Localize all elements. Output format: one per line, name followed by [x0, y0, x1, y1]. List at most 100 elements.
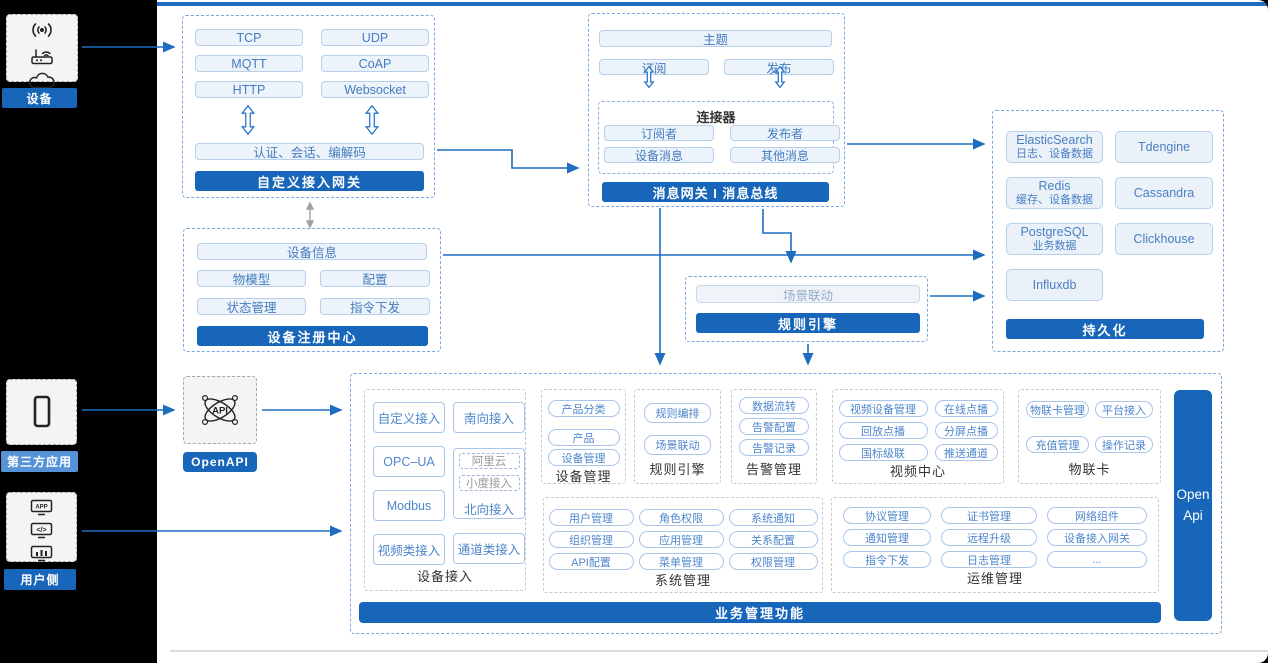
feature-button[interactable]: 充值管理	[1026, 436, 1089, 453]
registry-item-button[interactable]: 物模型	[197, 270, 306, 287]
feature-button[interactable]: 告警配置	[739, 418, 809, 435]
protocol-button[interactable]: MQTT	[195, 55, 303, 72]
rail-label-user-side-text: 用户侧	[20, 573, 60, 587]
feature-button[interactable]: 系统通知	[728, 509, 818, 526]
connector-item-button[interactable]: 设备消息	[604, 147, 714, 163]
feature-button[interactable]: 设备管理	[547, 449, 620, 466]
rule-engine-items: 规则编排场景联动	[644, 403, 711, 455]
feature-button[interactable]: 协议管理	[843, 507, 931, 524]
section-label-system-mgmt: 系统管理	[654, 573, 711, 588]
feature-button[interactable]: 规则编排	[644, 403, 711, 423]
feature-button[interactable]: 网络组件	[1047, 507, 1147, 524]
device-access-left-column: 自定义接入 OPC–UA Modbus 视频类接入	[373, 402, 445, 565]
registry-title-bar: 设备注册中心	[197, 326, 428, 346]
feature-button[interactable]: 关系配置	[728, 531, 818, 548]
section-label-device-access: 设备接入	[416, 569, 473, 584]
feature-button[interactable]: 数据流转	[739, 397, 809, 414]
feature-button[interactable]: 告警记录	[739, 439, 809, 456]
iot-card-items: 物联卡管理平台接入充值管理操作记录	[1026, 401, 1153, 453]
datastore-name: PostgreSQL	[1020, 224, 1089, 239]
datastore-button[interactable]: Clickhouse	[1115, 223, 1213, 255]
feature-button[interactable]: 证书管理	[941, 507, 1037, 524]
device-access-button[interactable]: 视频类接入	[373, 534, 445, 565]
registry-item-button[interactable]: 状态管理	[197, 298, 306, 315]
feature-button[interactable]: 角色权限	[638, 509, 724, 526]
feature-button[interactable]: 回放点播	[838, 422, 928, 439]
device-access-button[interactable]: OPC–UA	[373, 446, 445, 477]
connector-item-button[interactable]: 发布者	[730, 125, 840, 141]
topic-button[interactable]: 主题	[599, 30, 832, 47]
connector-item-button[interactable]: 其他消息	[730, 147, 840, 163]
protocol-button[interactable]: HTTP	[195, 81, 303, 98]
feature-button[interactable]: 在线点播	[934, 400, 998, 417]
feature-button[interactable]: 日志管理	[941, 551, 1037, 568]
connector-item-button[interactable]: 订阅者	[604, 125, 714, 141]
section-iot-card: 物联卡管理平台接入充值管理操作记录 物联卡	[1018, 389, 1161, 484]
message-bus-title-bar: 消息网关 I 消息总线	[602, 182, 829, 202]
datastore-list: ElasticSearch 日志、设备数据 Tdengine Redis 缓存、…	[1006, 131, 1213, 301]
rail-label-user-side: 用户侧	[4, 569, 76, 590]
feature-button[interactable]: 应用管理	[638, 531, 724, 548]
protocol-button[interactable]: UDP	[321, 29, 429, 46]
datastore-button[interactable]: Cassandra	[1115, 177, 1213, 209]
feature-button[interactable]: 物联卡管理	[1026, 401, 1089, 418]
scene-linkage-button[interactable]: 场景联动	[696, 285, 920, 303]
third-party-icons-box	[6, 379, 77, 445]
feature-button[interactable]: 产品	[547, 429, 620, 446]
datastore-button[interactable]: ElasticSearch 日志、设备数据	[1006, 131, 1103, 163]
device-info-button[interactable]: 设备信息	[197, 243, 427, 260]
feature-button[interactable]: 设备接入网关	[1047, 529, 1147, 546]
custom-gateway-title-bar: 自定义接入网关	[195, 171, 424, 191]
datastore-button[interactable]: Tdengine	[1115, 131, 1213, 163]
feature-button[interactable]: ...	[1047, 551, 1147, 568]
north-access-item[interactable]: 阿里云	[458, 453, 520, 469]
subscribe-button[interactable]: 订阅	[599, 59, 709, 76]
section-alarm: 数据流转告警配置告警记录 告警管理	[731, 389, 817, 484]
feature-button[interactable]: 通知管理	[843, 529, 931, 546]
north-access-item[interactable]: 小度接入	[458, 475, 520, 491]
bottom-divider-line	[170, 650, 1268, 652]
protocol-button[interactable]: Websocket	[321, 81, 429, 98]
device-access-button[interactable]: Modbus	[373, 490, 445, 521]
datastore-button[interactable]: PostgreSQL 业务数据	[1006, 223, 1103, 255]
feature-button[interactable]: 国标级联	[838, 444, 928, 461]
north-access-items: 阿里云小度接入	[458, 453, 520, 497]
registry-item-button[interactable]: 配置	[320, 270, 430, 287]
south-access-button[interactable]: 南向接入	[453, 402, 525, 433]
section-label-device-mgmt: 设备管理	[555, 469, 612, 484]
datastore-button[interactable]: Redis 缓存、设备数据	[1006, 177, 1103, 209]
feature-button[interactable]: 视频设备管理	[838, 400, 928, 417]
feature-button[interactable]: API配置	[548, 553, 634, 570]
section-label-alarm: 告警管理	[745, 462, 802, 477]
feature-button[interactable]: 菜单管理	[638, 553, 724, 570]
api-network-icon: API	[201, 394, 238, 426]
feature-button[interactable]: 权限管理	[728, 553, 818, 570]
feature-button[interactable]: 用户管理	[548, 509, 634, 526]
datastore-name: Influxdb	[1032, 277, 1077, 292]
datastore-name: Cassandra	[1133, 185, 1195, 200]
feature-button[interactable]: 指令下发	[843, 551, 931, 568]
rail-label-devices-text: 设备	[26, 91, 53, 106]
datastore-button[interactable]: Influxdb	[1006, 269, 1103, 301]
feature-button[interactable]: 操作记录	[1095, 436, 1153, 453]
feature-button[interactable]: 分屏点播	[934, 422, 998, 439]
north-access-box[interactable]: 阿里云小度接入 北向接入	[453, 448, 525, 519]
feature-button[interactable]: 推送通道	[934, 444, 998, 461]
channel-access-button[interactable]: 通道类接入	[453, 533, 525, 564]
feature-button[interactable]: 远程升级	[941, 529, 1037, 546]
feature-button[interactable]: 平台接入	[1095, 401, 1153, 418]
feature-button[interactable]: 场景联动	[644, 435, 711, 455]
protocol-button[interactable]: CoAP	[321, 55, 429, 72]
device-registry-box: 设备信息 物模型配置状态管理指令下发 设备注册中心	[183, 228, 441, 352]
datastore-desc: 缓存、设备数据	[1016, 193, 1093, 206]
openapi-icon-box: API	[183, 376, 257, 444]
video-center-items: 视频设备管理在线点播回放点播分屏点播国标级联推送通道	[838, 400, 998, 461]
registry-item-button[interactable]: 指令下发	[320, 298, 430, 315]
feature-button[interactable]: 组织管理	[548, 531, 634, 548]
feature-button[interactable]: 产品分类	[547, 400, 620, 417]
device-access-button[interactable]: 自定义接入	[373, 402, 445, 433]
persistence-title-bar: 持久化	[1006, 319, 1204, 339]
business-title-bar: 业务管理功能	[359, 602, 1161, 623]
protocol-button[interactable]: TCP	[195, 29, 303, 46]
bidirectional-arrow-icon	[365, 104, 379, 136]
